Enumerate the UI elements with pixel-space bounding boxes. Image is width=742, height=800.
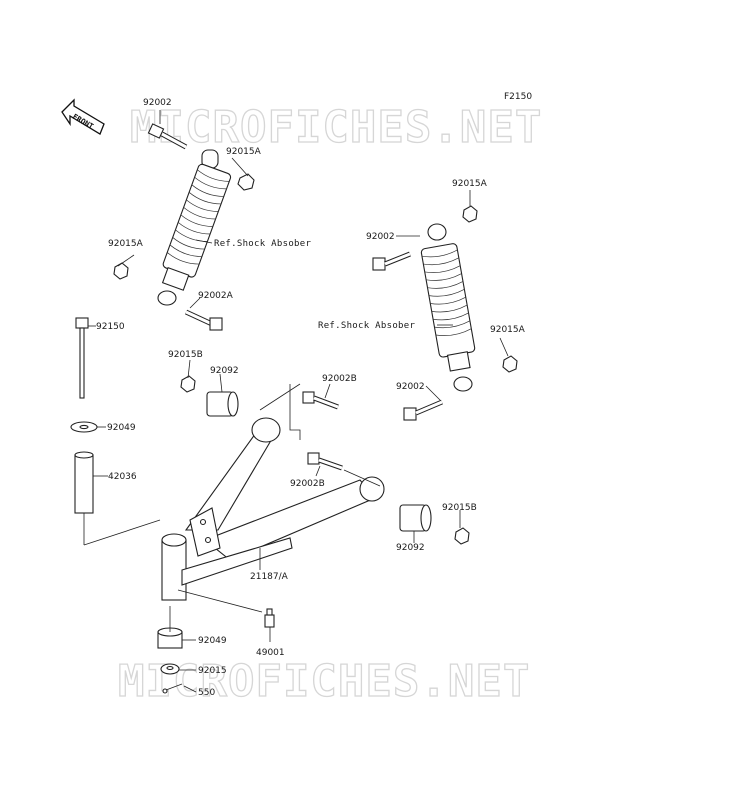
label-92092-right: 92092: [396, 543, 425, 553]
label-92015A-top-right: 92015A: [452, 179, 488, 189]
bolt-92002-right-top: [372, 251, 411, 271]
nut-92015B-right: [454, 527, 470, 545]
bolt-92002-right-bottom: [403, 399, 443, 421]
label-92002-right-bottom: 92002: [396, 382, 425, 392]
nut-92015A-top-left: [237, 173, 255, 191]
nut-92015A-left: [113, 262, 129, 280]
nut-92015A-top-right: [462, 205, 478, 223]
bolt-92002B-top: [302, 391, 339, 410]
watermark-bottom: MICROFICHES.NET: [118, 656, 530, 707]
label-ref-shock-right: Ref.Shock Absober: [318, 321, 415, 331]
label-550: 550: [198, 688, 215, 698]
label-92015B-right: 92015B: [442, 503, 477, 513]
label-92015B-left: 92015B: [168, 350, 203, 360]
bushing-92092-right: [399, 504, 432, 532]
label-92002-right-top: 92002: [366, 232, 395, 242]
bolt-92150: [75, 317, 89, 399]
collar-42036: [74, 451, 94, 514]
label-92150: 92150: [96, 322, 125, 332]
label-92015A-right: 92015A: [490, 325, 526, 335]
shock-absorber-right: [372, 205, 518, 421]
label-42036: 42036: [108, 472, 137, 482]
diagram-code: F2150: [504, 92, 532, 102]
label-92092-top: 92092: [210, 366, 239, 376]
suspension-arm-21187A: [161, 417, 385, 601]
bolt-92002B-mid: [307, 452, 343, 471]
watermark-top: MICROFICHES.NET: [130, 102, 542, 153]
label-92049-top: 92049: [107, 423, 136, 433]
bushing-92092-top: [206, 391, 239, 417]
nut-92015A-right: [502, 355, 518, 373]
bolt-92002-top: [147, 123, 188, 150]
label-92049-bottom: 92049: [198, 636, 227, 646]
label-92015A-left: 92015A: [108, 239, 144, 249]
label-21187A: 21187/A: [250, 572, 289, 582]
front-arrow-icon: FRONT: [61, 98, 105, 135]
grease-nipple-49001: [264, 608, 275, 628]
leader-lines: [83, 110, 509, 693]
nut-92015B-left: [180, 375, 196, 393]
label-92015A-top-left: 92015A: [226, 147, 262, 157]
label-92002B-top: 92002B: [322, 374, 357, 384]
label-92015: 92015: [198, 666, 227, 676]
label-92002A: 92002A: [198, 291, 234, 301]
label-ref-shock-left: Ref.Shock Absober: [214, 239, 311, 249]
bolt-92002A: [184, 309, 223, 331]
shock-absorber-left: [113, 123, 255, 331]
cotter-pin-550: [165, 683, 183, 691]
label-92002B-mid: 92002B: [290, 479, 325, 489]
label-49001: 49001: [256, 648, 285, 658]
label-92002-top: 92002: [143, 98, 172, 108]
